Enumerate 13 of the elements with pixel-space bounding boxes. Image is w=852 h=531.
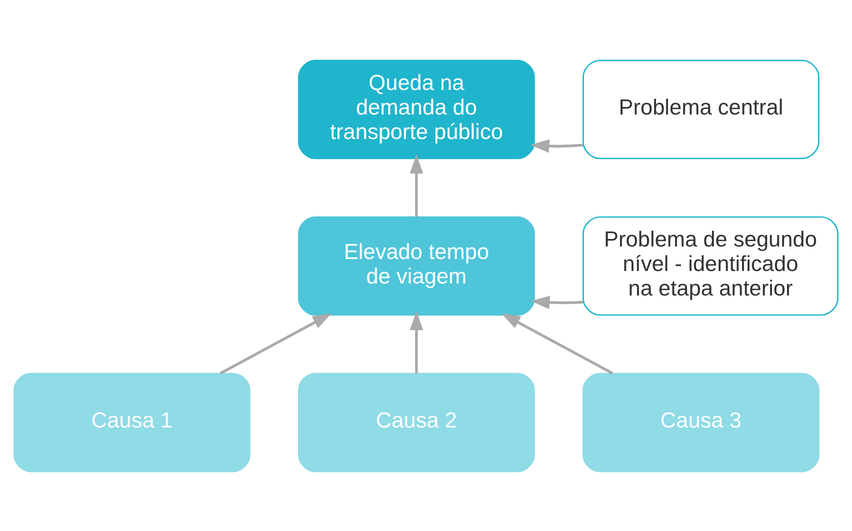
arrow: [410, 310, 424, 373]
arrow: [220, 312, 332, 374]
node-box: Causa 1: [14, 372, 250, 472]
arrow: [530, 295, 584, 309]
node-box: Problema central: [582, 59, 820, 159]
arrow: [410, 154, 424, 216]
node-box: Queda na demanda do transporte público: [298, 59, 535, 159]
node-box: Causa 3: [582, 372, 820, 472]
node-box: Causa 2: [298, 372, 535, 472]
arrow: [501, 312, 614, 374]
node-box: Elevado tempo de viagem: [298, 216, 535, 316]
node-box: Problema de segundo nível - identificado na etapa anterior: [582, 216, 838, 316]
arrow: [530, 138, 584, 152]
